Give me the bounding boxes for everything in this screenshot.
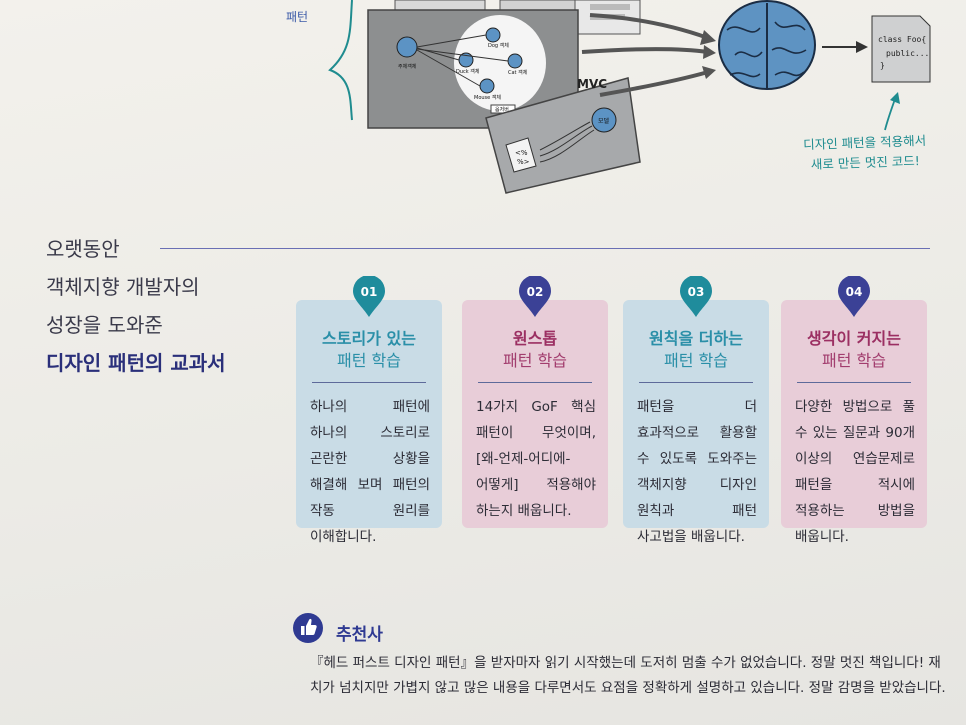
top-illustration: 주체객체 Dog 객체 Duck 객체 Cat 객체 Mouse 객체 옵저버 … xyxy=(0,0,966,200)
handwritten-note: 디자인 패턴을 적용해서 새로 만든 멋진 코드! xyxy=(802,132,927,172)
card-subtitle: 패턴 학습 xyxy=(822,351,886,370)
heading-line: 객체지향 개발자의 xyxy=(46,275,200,299)
feature-card-1: 01 스토리가 있는 패턴 학습 하나의 패턴에 하나의 스토리로 곤란한 상황… xyxy=(296,275,442,545)
card-title: 원칙을 더하는 xyxy=(649,329,743,348)
card-divider xyxy=(478,382,592,383)
card-title: 스토리가 있는 xyxy=(322,329,416,348)
model-node xyxy=(591,107,617,133)
recommendation-body: 『헤드 퍼스트 디자인 패턴』을 받자마자 읽기 시작했는데 도저히 멈출 수가… xyxy=(310,655,946,696)
svg-text:%>: %> xyxy=(517,158,530,166)
svg-text:class Foo{: class Foo{ xyxy=(878,35,926,44)
map-pin-icon: 04 xyxy=(837,275,871,318)
heading-emphasis: 디자인 패턴의 교과서 xyxy=(46,351,226,375)
feature-card-3: 03 원칙을 더하는 패턴 학습 패턴을 더 효과적으로 활용할 수 있도록 도… xyxy=(623,275,769,545)
card-title: 원스톱 xyxy=(512,329,558,348)
svg-text:Dog 객체: Dog 객체 xyxy=(488,42,509,49)
pattern-label: 패턴 xyxy=(286,10,309,24)
heading-divider xyxy=(160,248,930,249)
svg-text:옵저버: 옵저버 xyxy=(495,106,509,113)
card-subtitle: 패턴 학습 xyxy=(503,351,567,370)
section-heading: 오랫동안 객체지향 개발자의 성장을 도와준 디자인 패턴의 교과서 xyxy=(46,230,226,382)
view-document xyxy=(505,137,537,173)
subject-node xyxy=(396,36,418,58)
svg-text:Mouse 객체: Mouse 객체 xyxy=(474,94,501,101)
card-body: 패턴을 더 효과적으로 활용할 수 있도록 도와주는 객체지향 디자인 원칙과 … xyxy=(637,399,757,545)
map-pin-icon: 03 xyxy=(679,275,713,318)
card-title: 생각이 커지는 xyxy=(807,329,901,348)
feature-card-2: 02 원스톱 패턴 학습 14가지 GoF 핵심 패턴이 무엇이며, [왜-언제… xyxy=(462,275,608,528)
card-subtitle: 패턴 학습 xyxy=(337,351,401,370)
svg-text:public...: public... xyxy=(886,49,929,58)
card-body: 다양한 방법으로 풀 수 있는 질문과 90개 이상의 연습문제로 패턴을 적시… xyxy=(795,399,915,545)
feature-card-4: 04 생각이 커지는 패턴 학습 다양한 방법으로 풀 수 있는 질문과 90개… xyxy=(781,275,927,545)
recommendation-title: 추천사 xyxy=(336,625,383,645)
card-divider xyxy=(639,382,753,383)
thumbs-up-icon xyxy=(293,613,323,643)
svg-text:<%: <% xyxy=(515,149,528,157)
svg-text:Duck 객체: Duck 객체 xyxy=(456,68,480,75)
svg-text:주체객체: 주체객체 xyxy=(398,63,417,70)
card-divider xyxy=(312,382,426,383)
brain-illustration xyxy=(718,0,816,90)
heading-line: 성장을 도와준 xyxy=(46,313,163,337)
code-note-icon xyxy=(871,15,931,83)
svg-text:Cat 객체: Cat 객체 xyxy=(508,69,528,76)
map-pin-icon: 02 xyxy=(518,275,552,318)
card-body: 하나의 패턴에 하나의 스토리로 곤란한 상황을 해결해 보며 패턴의 작동 원… xyxy=(310,399,430,545)
card-subtitle: 패턴 학습 xyxy=(664,351,728,370)
mvc-label: MVC xyxy=(577,77,608,91)
svg-text:모델: 모델 xyxy=(598,117,610,125)
svg-text:}: } xyxy=(880,61,885,70)
heading-line: 오랫동안 xyxy=(46,237,120,261)
card-divider xyxy=(797,382,911,383)
card-body: 14가지 GoF 핵심 패턴이 무엇이며, [왜-언제-어디에-어떻게] 적용해… xyxy=(476,399,596,519)
illustration-svg: 주체객체 Dog 객체 Duck 객체 Cat 객체 Mouse 객체 옵저버 … xyxy=(328,0,931,194)
map-pin-icon: 01 xyxy=(352,275,386,318)
